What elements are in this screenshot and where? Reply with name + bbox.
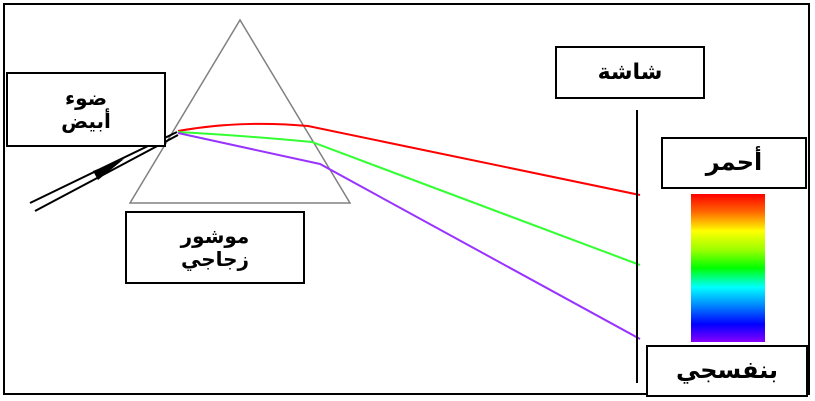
red-label: أحمر [661,137,807,189]
arrowhead-icon [93,159,124,180]
glass-prism-label: موشور زجاجي [125,211,305,284]
green-ray [177,131,641,266]
white-light-line-2: أبيض [61,108,111,133]
violet-label-text: بنفسجي [675,356,779,385]
glass-prism-line-1: موشور [180,223,250,248]
screen-label-text: شاشة [597,59,663,85]
glass-prism [128,18,352,204]
red-ray [177,122,641,196]
white-light-line-1: ضوء [64,85,108,110]
glass-prism-line-2: زجاجي [180,246,250,271]
diagram-border [3,3,810,395]
violet-label: بنفسجي [646,345,808,397]
screen-label: شاشة [555,46,705,99]
spectrum-bar [691,194,765,342]
red-label-text: أحمر [705,148,763,177]
violet-ray [177,132,641,340]
white-light-label: ضوء أبيض [6,72,166,147]
